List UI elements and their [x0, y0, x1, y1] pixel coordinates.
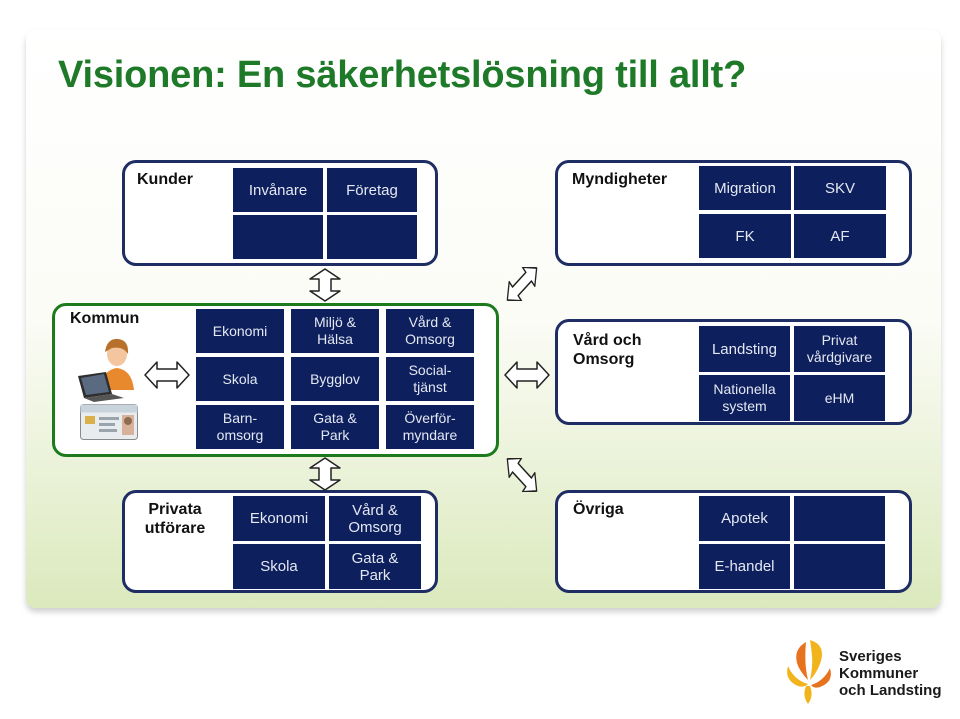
- logo-line: Kommuner: [839, 665, 919, 682]
- group-myndigheter-label: Myndigheter: [572, 171, 668, 188]
- box-gata-park: Gata & Park: [329, 544, 421, 589]
- box-barnomsorg: Barn- omsorg: [196, 405, 284, 449]
- group-kunder-label: Kunder: [137, 171, 193, 188]
- double-arrow-vertical-icon: [309, 268, 341, 302]
- double-arrow-diagonal-icon: [506, 458, 538, 492]
- box-vard-omsorg: Vård & Omsorg: [386, 309, 474, 353]
- box-skola: Skola: [233, 544, 325, 589]
- box-fk: FK: [699, 214, 791, 258]
- skl-logo-icon: [787, 640, 831, 704]
- box-overformyndare: Överför- myndare: [386, 405, 474, 449]
- double-arrow-diagonal-icon: [506, 267, 538, 301]
- box-invanare: Invånare: [233, 168, 323, 212]
- box-empty: [794, 544, 885, 589]
- double-arrow-vertical-icon: [309, 457, 341, 491]
- skl-logo-text: Sveriges Kommuner och Landsting: [839, 648, 942, 699]
- box-ehm: eHM: [794, 375, 885, 421]
- logo-line: och Landsting: [839, 682, 942, 699]
- box-gata-park: Gata & Park: [291, 405, 379, 449]
- box-miljo-halsa: Miljö & Hälsa: [291, 309, 379, 353]
- box-e-handel: E-handel: [699, 544, 790, 589]
- person-laptop-icon: [78, 338, 134, 402]
- box-ekonomi: Ekonomi: [196, 309, 284, 353]
- box-bygglov: Bygglov: [291, 357, 379, 401]
- double-arrow-horizontal-icon: [504, 361, 550, 389]
- group-privata-utforare-label: Privata utförare: [144, 501, 206, 537]
- box-foretag: Företag: [327, 168, 417, 212]
- box-skv: SKV: [794, 166, 886, 210]
- box-privat-vardgivare: Privat vårdgivare: [794, 326, 885, 372]
- box-socialtjanst: Social- tjänst: [386, 357, 474, 401]
- slide-title: Visionen: En säkerhetslösning till allt?: [58, 54, 747, 96]
- box-migration: Migration: [699, 166, 791, 210]
- box-ekonomi: Ekonomi: [233, 496, 325, 541]
- box-nationella-system: Nationella system: [699, 375, 790, 421]
- id-card-icon: [80, 404, 138, 440]
- box-vard-omsorg: Vård & Omsorg: [329, 496, 421, 541]
- box-skola: Skola: [196, 357, 284, 401]
- group-vard-omsorg-label: Vård och Omsorg: [573, 332, 642, 368]
- box-empty: [233, 215, 323, 259]
- box-empty: [327, 215, 417, 259]
- box-apotek: Apotek: [699, 496, 790, 541]
- box-landsting: Landsting: [699, 326, 790, 372]
- double-arrow-horizontal-icon: [144, 361, 190, 389]
- logo-line: Sveriges: [839, 648, 902, 665]
- box-empty: [794, 496, 885, 541]
- box-af: AF: [794, 214, 886, 258]
- group-ovriga-label: Övriga: [573, 501, 624, 518]
- group-kommun-label: Kommun: [70, 310, 140, 327]
